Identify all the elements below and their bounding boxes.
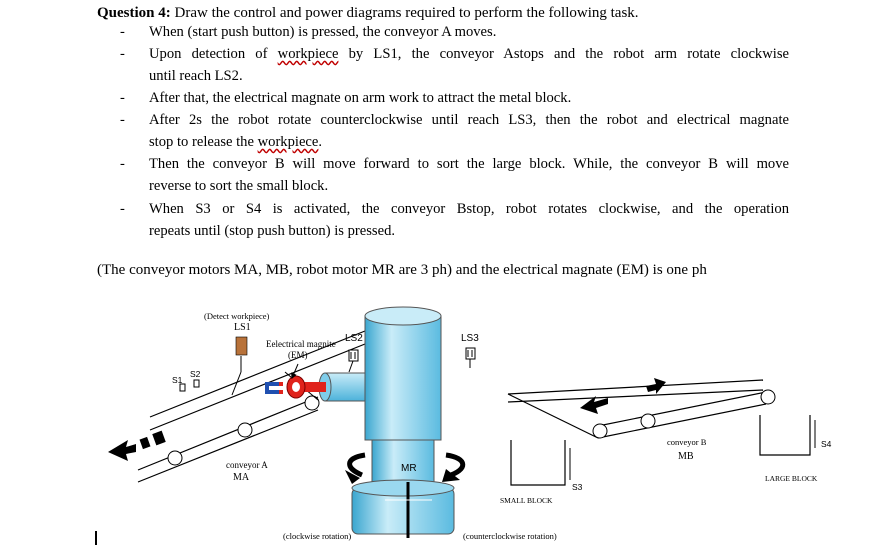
- task-text-continued: reverse to sort the small block.: [149, 178, 329, 194]
- question-title: Question 4:: [97, 5, 171, 21]
- bullet-dash: -: [120, 201, 125, 217]
- conveyor-a: [137, 330, 366, 483]
- ls1-label: LS1: [234, 322, 251, 333]
- task-text-part: by LS1, the conveyor Astops and the robo…: [338, 46, 789, 62]
- task-text-continued: stop to release the workpiece.: [149, 131, 789, 153]
- question-intro: Draw the control and power diagrams requ…: [170, 5, 639, 21]
- s2-label: S2: [190, 369, 201, 379]
- s1-label: S1: [172, 375, 183, 385]
- sensor-s1-s2: [179, 379, 200, 392]
- task-text-part: stop to release the: [149, 134, 258, 150]
- spellcheck-word: workpiece: [257, 134, 319, 150]
- s4-label: S4: [821, 439, 832, 449]
- limit-switch-ls1: [231, 336, 248, 396]
- ls3-label: LS3: [461, 333, 479, 344]
- magnite-label: Eelectrical magnite: [266, 339, 336, 349]
- conveyor-b-direction-arrows: [580, 378, 666, 414]
- bullet-dash: -: [120, 24, 125, 40]
- robot-body: [351, 306, 455, 538]
- conveyor-b-label: conveyor B: [667, 437, 707, 447]
- conveyor-a-direction-arrow: [108, 430, 166, 461]
- task-text: Then the conveyor B will move forward to…: [149, 156, 789, 172]
- large-block-label: LARGE BLOCK: [765, 474, 818, 483]
- small-block-bin: [510, 440, 571, 486]
- question-header: Question 4: Draw the control and power d…: [97, 2, 639, 24]
- ma-label: MA: [233, 472, 250, 483]
- task-text: After that, the electrical magnate on ar…: [149, 90, 572, 106]
- small-block-label: SMALL BLOCK: [500, 496, 553, 505]
- motor-phase-note: (The conveyor motors MA, MB, robot motor…: [97, 262, 707, 278]
- bullet-dash: -: [120, 156, 125, 172]
- counterclockwise-label: (counterclockwise rotation): [463, 531, 557, 541]
- text-cursor: [95, 531, 97, 545]
- limit-switch-ls2: [348, 349, 359, 373]
- conveyor-b: [507, 379, 776, 439]
- large-block-bin: [759, 415, 816, 456]
- bullet-dash: -: [120, 112, 125, 128]
- mb-label: MB: [678, 451, 694, 462]
- task-text: When S3 or S4 is activated, the conveyor…: [149, 201, 789, 217]
- task-text: When (start push button) is pressed, the…: [149, 24, 497, 40]
- task-text-part: .: [318, 134, 323, 150]
- magnet-icon: [265, 382, 283, 394]
- task-text: Upon detection of workpiece by LS1, the …: [149, 43, 789, 65]
- task-text-continued: repeats until (stop push button) is pres…: [149, 223, 396, 239]
- ls2-label: LS2: [345, 333, 363, 344]
- rotation-arrows: [345, 452, 466, 484]
- limit-switch-ls3: [465, 347, 476, 368]
- bullet-dash: -: [120, 90, 125, 106]
- clockwise-label: (clockwise rotation): [283, 531, 352, 541]
- task-text-part: Upon detection of: [149, 46, 278, 62]
- mr-label: MR: [401, 463, 417, 474]
- detect-workpiece-label: (Detect workpiece): [204, 311, 270, 321]
- bullet-dash: -: [120, 46, 125, 62]
- task-text: After 2s the robot rotate counterclockwi…: [149, 112, 789, 128]
- em-label: (EM): [288, 350, 308, 360]
- task-text-continued: until reach LS2.: [149, 68, 243, 84]
- spellcheck-word: workpiece: [277, 46, 339, 62]
- s3-label: S3: [572, 482, 583, 492]
- conveyor-a-label: conveyor A: [226, 460, 268, 470]
